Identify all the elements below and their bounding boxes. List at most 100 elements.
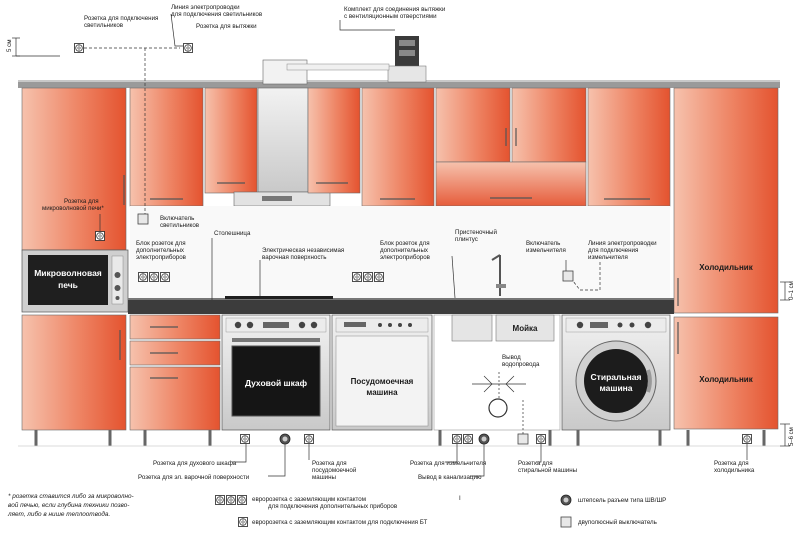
legend-switch: двуполюсный выключатель bbox=[578, 519, 657, 526]
footnote-line-2: вой печью, если глубина техники позво- bbox=[8, 501, 129, 509]
washer-socket-icon bbox=[536, 434, 546, 444]
fridge-upper bbox=[673, 87, 779, 314]
cabinet-left-upper bbox=[21, 87, 127, 251]
legend-euro-3-icon bbox=[237, 495, 247, 505]
label-block-left-1: Блок розеток для bbox=[136, 240, 186, 247]
legs bbox=[34, 430, 766, 446]
label-chopper-line-3: измельчителя bbox=[588, 254, 628, 261]
block-right-socket-1-icon bbox=[352, 272, 362, 282]
hob-plug-icon bbox=[279, 433, 291, 445]
label-block-right-3: электроприборов bbox=[380, 254, 431, 261]
label-chopper-socket: Розетка для измельчителя bbox=[410, 460, 486, 467]
label-block-left-3: электроприборов bbox=[136, 254, 187, 261]
oven bbox=[221, 314, 331, 431]
light-switch-icon bbox=[137, 213, 149, 225]
legend-euro-bt-icon bbox=[238, 517, 248, 527]
label-plinth-1: Пристеночный bbox=[455, 229, 497, 236]
label-lighting-socket-1: Розетка для подключения bbox=[84, 15, 158, 22]
label-washer-socket-2: стиральной машины bbox=[518, 467, 578, 474]
label-block-right-1: Блок розеток для bbox=[380, 240, 430, 247]
label-drain-outlet-1: Вывод bbox=[502, 354, 521, 361]
label-chopper-line-2: для подключения bbox=[588, 247, 638, 254]
label-light-switch-1: Включатель bbox=[160, 215, 194, 222]
label-fridge-socket-2: холодильника bbox=[714, 467, 755, 474]
label-block-left-2: дополнительных bbox=[136, 247, 185, 254]
label-hob-2: варочная поверхность bbox=[262, 254, 326, 261]
label-oven: Духовой шкаф bbox=[245, 378, 308, 388]
microwave-socket-icon bbox=[95, 231, 105, 241]
footnote-line-3: ляет, либо в нише теплоотвода. bbox=[7, 510, 110, 518]
oven-socket-icon bbox=[240, 434, 250, 444]
legend-euro-1-icon bbox=[215, 495, 225, 505]
wall-cabinet-2 bbox=[204, 87, 258, 194]
fridge-lower bbox=[673, 316, 779, 430]
microwave bbox=[21, 249, 129, 313]
label-hood-socket: Розетка для вытяжки bbox=[196, 23, 257, 30]
drawer-3 bbox=[129, 366, 221, 431]
label-dishwasher-2: машина bbox=[366, 388, 398, 397]
block-left-socket-1-icon bbox=[138, 272, 148, 282]
label-chopper-line-1: Линия электропроводки bbox=[588, 240, 657, 247]
label-lighting-line-2: для подключения светильников bbox=[171, 11, 263, 18]
label-oven-socket: Розетка для духового шкафа bbox=[153, 460, 237, 467]
legend-euro-2-icon bbox=[226, 495, 236, 505]
chopper-plug-icon bbox=[478, 433, 490, 445]
wall-cabinet-6 bbox=[511, 87, 587, 163]
label-sewer-outlet: Вывод в канализацию bbox=[418, 474, 482, 481]
label-dishwasher-socket-2: посудомоечной bbox=[312, 467, 357, 474]
label-chopper-switch-2: измельчителя bbox=[526, 247, 566, 254]
label-dishwasher-socket-3: машины bbox=[312, 474, 337, 481]
label-microwave-2: печь bbox=[58, 280, 78, 290]
block-left-socket-3-icon bbox=[160, 272, 170, 282]
countertop bbox=[128, 298, 674, 314]
label-lighting-socket-2: светильников bbox=[84, 22, 124, 29]
legend-switch-icon bbox=[560, 516, 572, 528]
dishwasher-socket-icon bbox=[304, 434, 314, 444]
label-hob-1: Электрическая независимая bbox=[262, 247, 344, 254]
label-hood-kit-1: Комплект для соединения вытяжки bbox=[344, 6, 446, 13]
legend-euro-socket-bt: евророзетка с заземляющим контактом для … bbox=[252, 519, 428, 526]
label-chopper-switch-1: Включатель bbox=[526, 240, 560, 247]
label-dishwasher-socket-1: Розетка для bbox=[312, 460, 347, 467]
label-fridge-socket-1: Розетка для bbox=[714, 460, 749, 467]
chopper-socket-2-icon bbox=[463, 434, 473, 444]
hob bbox=[225, 296, 333, 299]
label-washer-2: машина bbox=[599, 383, 632, 393]
label-micro-socket-2: микроволновой печи* bbox=[42, 205, 104, 212]
wiring-lines bbox=[12, 13, 790, 477]
label-hob-socket: Розетка для эл. варочной поверхности bbox=[138, 474, 250, 481]
legend-euro-socket-2: для подключения дополнительных приборов bbox=[268, 503, 398, 510]
wall-cabinet-3 bbox=[307, 87, 361, 194]
label-dim-5cm: 5 см bbox=[6, 39, 13, 52]
label-drain-outlet-2: водопровода bbox=[502, 361, 540, 368]
label-microwave-1: Микроволновая bbox=[34, 268, 102, 278]
label-fridge-top: Холодильник bbox=[699, 263, 753, 272]
label-lighting-line-1: Линия электропроводки bbox=[171, 4, 240, 11]
label-dim-01cm: 0–1 см bbox=[789, 281, 795, 300]
label-light-switch-2: светильников bbox=[160, 222, 200, 229]
sink-cabinet bbox=[433, 314, 561, 431]
legend-euro-socket-1: евророзетка с заземляющим контактом bbox=[252, 496, 366, 503]
legend-plug: штепсель разъем типа ШВ/ШР bbox=[578, 497, 666, 504]
waste-switch-icon bbox=[517, 433, 529, 445]
wall-cabinet-1 bbox=[129, 87, 204, 207]
label-block-right-2: дополнительных bbox=[380, 247, 429, 254]
faucet bbox=[491, 254, 506, 296]
label-countertop: Столешница bbox=[214, 230, 251, 237]
fridge-socket-icon bbox=[742, 434, 752, 444]
dishwasher bbox=[331, 314, 433, 431]
block-right-socket-2-icon bbox=[363, 272, 373, 282]
label-dishwasher-1: Посудомоечная bbox=[351, 377, 414, 386]
washing-machine bbox=[561, 314, 671, 431]
block-right-socket-3-icon bbox=[374, 272, 384, 282]
label-dim-56cm: 5–6 см bbox=[789, 427, 795, 446]
label-fridge-bottom: Холодильник bbox=[699, 375, 753, 384]
lighting-socket-icon bbox=[74, 43, 84, 53]
footnote-line-1: * розетка ставится либо за микроволно- bbox=[8, 492, 134, 500]
range-hood bbox=[233, 59, 331, 207]
label-sink: Мойка bbox=[513, 324, 538, 333]
wall-cabinet-5 bbox=[435, 87, 511, 163]
label-micro-socket-1: Розетка для bbox=[64, 198, 99, 205]
